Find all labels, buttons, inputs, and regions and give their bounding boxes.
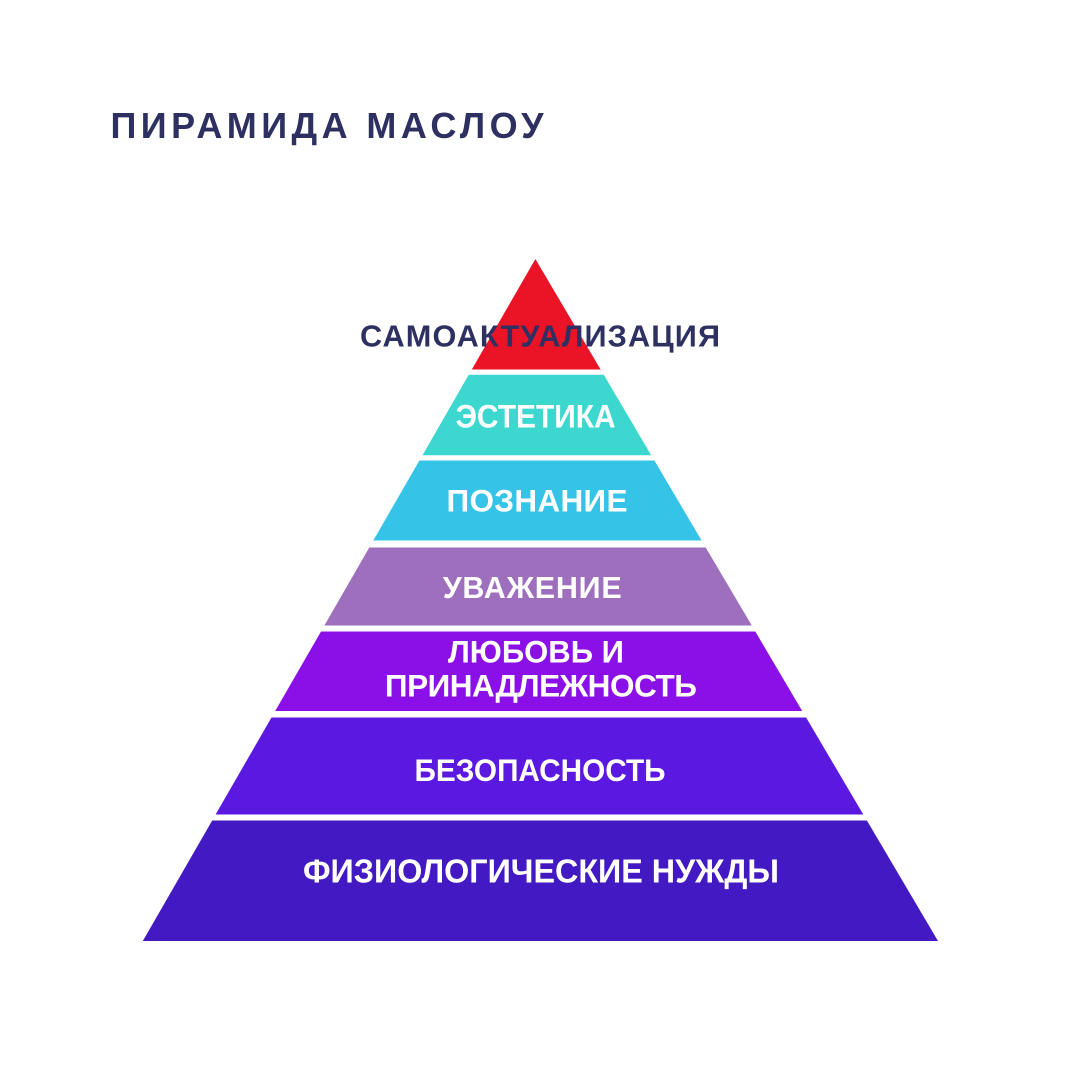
svg-text:САМОАКТУАЛИЗАЦИЯ: САМОАКТУАЛИЗАЦИЯ	[360, 319, 720, 354]
svg-text:ЛЮБОВЬ И: ЛЮБОВЬ И	[448, 634, 624, 670]
svg-text:БЕЗОПАСНОСТЬ: БЕЗОПАСНОСТЬ	[415, 752, 666, 788]
svg-text:ПОЗНАНИЕ: ПОЗНАНИЕ	[447, 483, 628, 519]
svg-text:ФИЗИОЛОГИЧЕСКИЕ НУЖДЫ: ФИЗИОЛОГИЧЕСКИЕ НУЖДЫ	[303, 853, 779, 890]
svg-text:УВАЖЕНИЕ: УВАЖЕНИЕ	[443, 571, 622, 605]
svg-text:ЭСТЕТИКА: ЭСТЕТИКА	[456, 398, 616, 434]
svg-text:ПИРАМИДА МАСЛОУ: ПИРАМИДА МАСЛОУ	[111, 105, 545, 146]
svg-text:ПРИНАДЛЕЖНОСТЬ: ПРИНАДЛЕЖНОСТЬ	[385, 668, 697, 704]
